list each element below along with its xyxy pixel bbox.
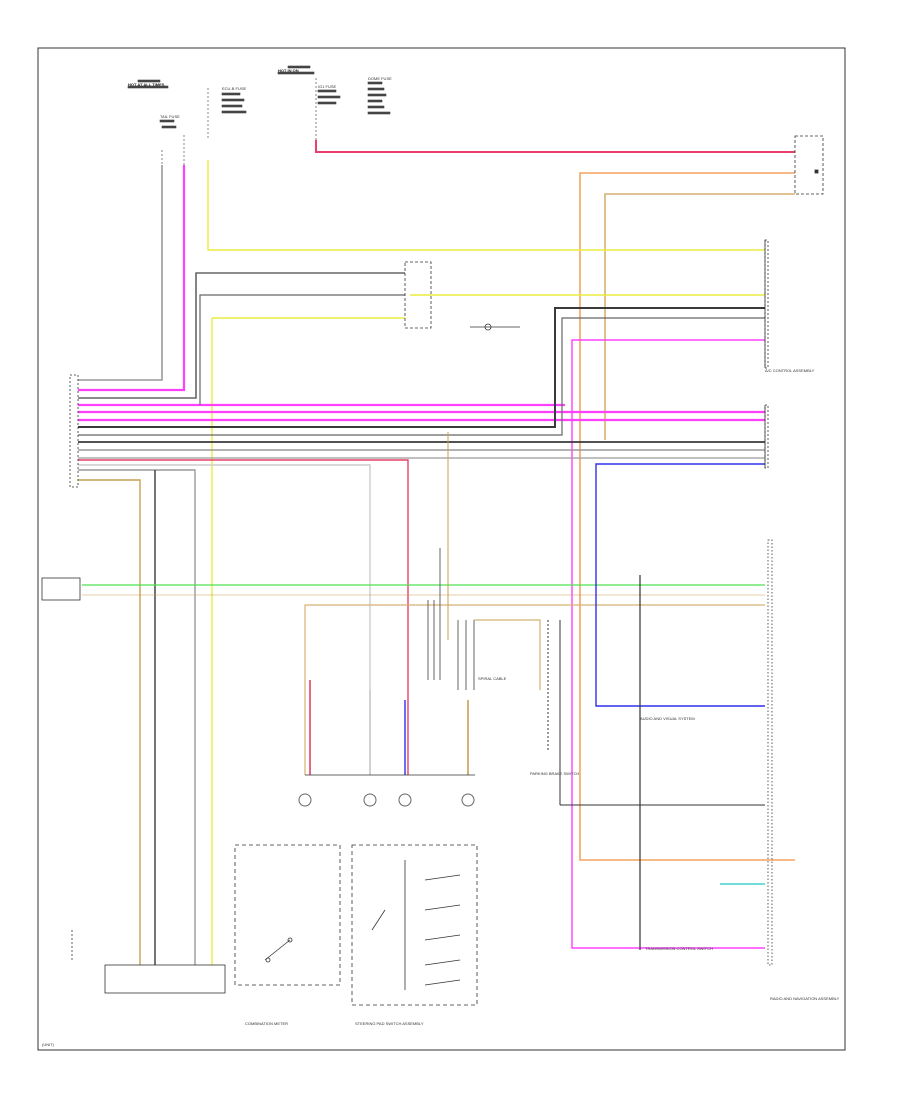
combination-meter-box [234, 844, 341, 986]
label-ac-control: A/C CONTROL ASSEMBLY [765, 368, 815, 373]
label-dome-fuse: DOME FUSE [368, 76, 392, 81]
footer-code: (UNIT) [42, 1042, 55, 1047]
right-connector-mid [764, 404, 769, 469]
wire-red-top [315, 140, 795, 153]
wire-magenta [78, 165, 765, 949]
right-connector-upper [764, 239, 769, 369]
left-small-box [41, 577, 81, 601]
wire-blue [595, 463, 765, 707]
center-switch-box [404, 261, 520, 331]
wire-spiral-bundle [427, 432, 765, 950]
wire-tan-mid [82, 594, 765, 775]
label-combination-meter: COMBINATION METER [245, 1021, 288, 1026]
top-right-connector [794, 135, 824, 195]
ground-symbols [298, 793, 475, 807]
wire-meter-verticals [309, 680, 469, 775]
label-hot-in-on: HOT IN ON [278, 68, 299, 73]
wire-yellow-top [207, 160, 765, 880]
diagram-frame [37, 47, 846, 1051]
bottom-left-connector [104, 964, 226, 994]
top-left-fuse-labels [127, 65, 391, 129]
label-ecu-b-fuse: ECU-B FUSE [222, 86, 247, 91]
wire-gray [78, 165, 765, 459]
label-steering-pad: STEERING PAD SWITCH ASSEMBLY [355, 1021, 424, 1026]
steering-switch-box [351, 844, 478, 1006]
label-hot-at-all-times: HOT AT ALL TIMES [128, 82, 165, 87]
label-spiral-cable: SPIRAL CABLE [478, 676, 507, 681]
label-audio-visual: AUDIO AND VISUAL SYSTEM [640, 716, 695, 721]
wire-orange-top [579, 172, 795, 861]
right-connector-lower [767, 539, 773, 966]
fuse-stubs [161, 78, 317, 165]
label-tail-fuse: TAIL FUSE [160, 114, 180, 119]
wire-drops-bottom-left [78, 459, 409, 965]
label-ig1-fuse: IG1 FUSE [318, 84, 337, 89]
label-transmission-switch: TRANSMISSION CONTROL SWITCH [645, 946, 713, 951]
label-radio-nav: RADIO AND NAVIGATION ASSEMBLY [770, 996, 840, 1001]
label-parking-brake: PARKING BRAKE SWITCH [530, 771, 579, 776]
left-connector-bank [69, 374, 79, 488]
